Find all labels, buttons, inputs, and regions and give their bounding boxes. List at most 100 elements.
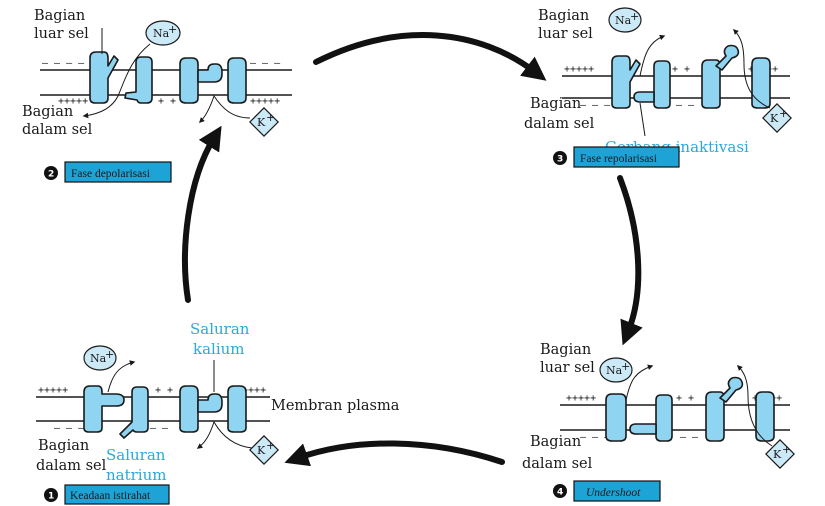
potassium-channel-right-half bbox=[227, 385, 247, 433]
panel-depolarization: – – – – – – – +++++ + + +++++ Na + K + B… bbox=[22, 8, 292, 183]
charge-outside-mid: + + bbox=[672, 64, 690, 75]
sodium-ion-label: Na bbox=[153, 27, 170, 40]
sodium-channel-right-half bbox=[119, 386, 149, 439]
label-inside-line2: dalam sel bbox=[522, 456, 593, 472]
potassium-ion-label: K bbox=[770, 112, 779, 125]
label-inside-line2: dalam sel bbox=[22, 122, 93, 138]
potassium-ion-icon bbox=[249, 435, 279, 465]
label-potassium-channel-line2: kalium bbox=[193, 340, 245, 358]
sodium-ion-icon bbox=[83, 345, 117, 371]
charge-outside-left: +++++ bbox=[564, 64, 594, 75]
charge-outside-mid: + + bbox=[155, 385, 173, 396]
sodium-channel-right-half bbox=[653, 60, 671, 109]
phase-2-number-badge bbox=[44, 166, 58, 180]
potassium-path-arrow bbox=[196, 420, 253, 449]
phase-2-box bbox=[64, 161, 172, 183]
sodium-ion-plus: + bbox=[630, 10, 639, 23]
potassium-channel-right-half bbox=[227, 57, 247, 104]
charge-inside-right: +++++ bbox=[250, 96, 280, 107]
charge-inside-mid: – – bbox=[680, 432, 699, 443]
phase-4-label: Undershoot bbox=[586, 487, 641, 499]
potassium-channel-right-half bbox=[751, 57, 771, 109]
charge-outside-left: +++++ bbox=[38, 385, 68, 396]
label-inside-line2: dalam sel bbox=[524, 116, 595, 132]
sodium-ion-label: Na bbox=[606, 364, 623, 377]
sodium-influx-arrow bbox=[82, 43, 151, 119]
charge-inside-mid: + + bbox=[158, 96, 176, 107]
potassium-ion-plus: + bbox=[782, 443, 791, 456]
potassium-channel-gate bbox=[197, 63, 223, 83]
sodium-ion-label: Na bbox=[90, 352, 107, 365]
sodium-channel-right-half bbox=[124, 56, 153, 104]
phase-1-number-badge bbox=[44, 488, 58, 502]
charge-inside-left: +++++ bbox=[58, 96, 88, 107]
potassium-ion-icon bbox=[765, 439, 795, 469]
phase-2-number: 2 bbox=[48, 170, 54, 180]
potassium-ion-plus: + bbox=[266, 439, 275, 452]
sodium-channel-left-half bbox=[605, 393, 627, 442]
sodium-ion-plus: + bbox=[168, 23, 177, 36]
potassium-channel-left-half bbox=[179, 57, 199, 104]
phase-3-box bbox=[573, 146, 680, 168]
sodium-channel-left-half bbox=[83, 385, 125, 433]
cycle-arrow-2-to-3 bbox=[313, 32, 547, 81]
potassium-ion-label: K bbox=[773, 448, 782, 461]
phase-3-number: 3 bbox=[557, 155, 563, 165]
charge-outside-left: +++++ bbox=[566, 393, 596, 404]
potassium-channel-gate bbox=[719, 376, 744, 403]
sodium-path-arrow bbox=[639, 34, 666, 77]
label-potassium-channel-line1: Saluran bbox=[190, 320, 250, 338]
label-outside-line1: Bagian bbox=[538, 8, 589, 24]
sodium-ion-icon bbox=[599, 357, 633, 383]
inactivation-gate bbox=[633, 91, 655, 103]
label-outside-line2: luar sel bbox=[538, 26, 593, 42]
label-sodium-channel-line2: natrium bbox=[106, 466, 166, 484]
charge-inside-left: – – – – bbox=[54, 423, 97, 434]
potassium-ion-label: K bbox=[257, 444, 266, 457]
sodium-ion-icon bbox=[145, 20, 181, 46]
charge-outside-mid: + + bbox=[676, 393, 694, 404]
phase-4-number: 4 bbox=[557, 488, 563, 498]
label-outside-line2: luar sel bbox=[540, 360, 595, 376]
label-inside-line1: Bagian bbox=[22, 104, 73, 120]
sodium-ion-label: Na bbox=[615, 14, 632, 27]
phase-1-number: 1 bbox=[48, 492, 54, 502]
label-inside-line2: dalam sel bbox=[36, 458, 107, 474]
sodium-ion-icon bbox=[608, 7, 642, 33]
potassium-channel-gate bbox=[197, 393, 223, 413]
phase-2-label: Fase depolarisasi bbox=[71, 168, 150, 180]
sodium-channel-left-half bbox=[611, 55, 641, 109]
sodium-channel-right-half bbox=[655, 394, 673, 442]
charge-outside-right: – – – bbox=[250, 58, 281, 69]
cycle-arrow-4-to-1 bbox=[284, 440, 505, 467]
label-inside-line1: Bagian bbox=[530, 434, 581, 450]
sodium-ion-plus: + bbox=[621, 360, 630, 373]
charge-outside-left: – – – – bbox=[42, 58, 85, 69]
potassium-channel-gate bbox=[715, 44, 740, 71]
potassium-ion-plus: + bbox=[779, 107, 788, 120]
potassium-ion-icon bbox=[249, 107, 279, 137]
phase-4-number-badge bbox=[553, 484, 567, 498]
charge-inside-left: – – – – bbox=[580, 432, 623, 443]
phase-1-label: Keadaan istirahat bbox=[70, 490, 151, 502]
panel-undershoot: +++++ + + +++++ – – – – – – Na + K + Bag… bbox=[522, 342, 795, 502]
sodium-channel-left-half bbox=[89, 51, 119, 104]
potassium-ion-plus: + bbox=[266, 111, 275, 124]
label-outside-line1: Bagian bbox=[540, 342, 591, 358]
panel-repolarization: +++++ + + +++++ – – – – – – Na + K + Bag… bbox=[524, 7, 792, 168]
label-membrane: Membran plasma bbox=[271, 398, 400, 414]
potassium-efflux-arrow bbox=[737, 365, 773, 447]
label-inside-line1: Bagian bbox=[38, 438, 89, 454]
potassium-channel-left-half bbox=[705, 391, 725, 442]
charge-inside-mid: – – bbox=[676, 100, 695, 111]
phase-1-box bbox=[64, 484, 170, 505]
sodium-path-arrow bbox=[107, 360, 136, 393]
label-outside-line2: luar sel bbox=[34, 26, 89, 42]
cycle-arrow-1-to-2 bbox=[182, 125, 222, 303]
inactivation-gate bbox=[629, 423, 657, 435]
charge-outside-right: +++++ bbox=[236, 385, 266, 396]
phase-3-label: Fase repolarisasi bbox=[580, 153, 657, 165]
cycle-arrow-3-to-4 bbox=[617, 175, 643, 346]
potassium-ion-label: K bbox=[257, 116, 266, 129]
